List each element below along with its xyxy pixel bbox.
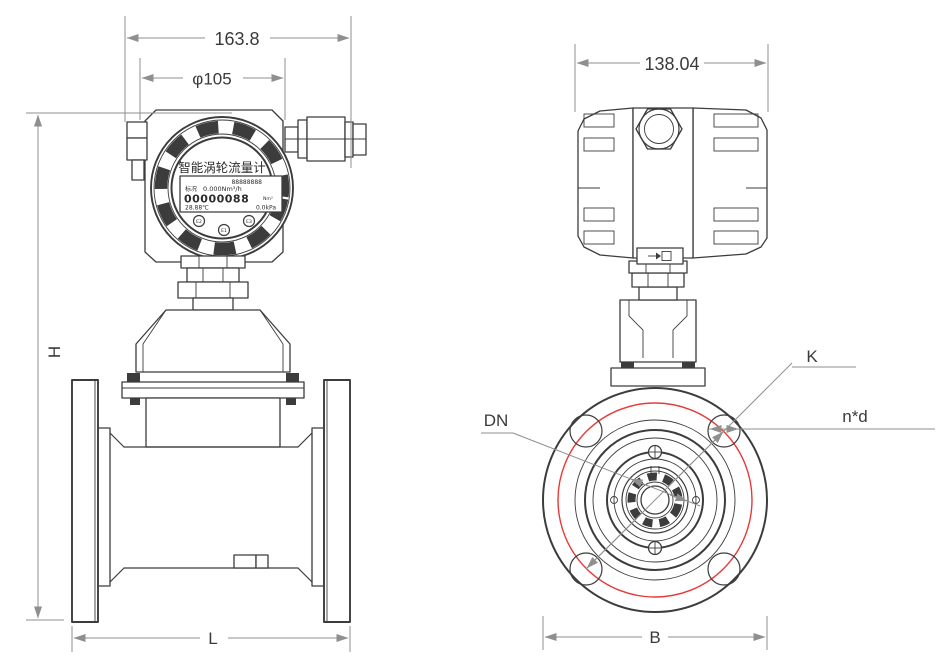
button-e1: E1: [221, 228, 227, 234]
dim-height-label: H: [45, 346, 64, 358]
lcd-segment-row: 88888888: [231, 179, 262, 186]
bolt-holes: [569, 414, 741, 586]
side-view: 138.04 B K DN: [481, 44, 935, 650]
bolt-circle-red: [557, 402, 753, 598]
dim-length: L: [71, 626, 351, 652]
cable-gland: [284, 116, 367, 162]
center-screw-top: [647, 444, 663, 460]
dim-nominal-label: DN: [484, 411, 509, 430]
bolt-hole: [569, 552, 603, 586]
lcd-totalizer-unit: Nm³: [263, 196, 273, 202]
dim-head-diameter-label: φ105: [192, 70, 231, 89]
meter-dial-face: 智能涡轮流量计 88888888 标况 0.000Nm³/h 00000088 …: [178, 160, 283, 237]
meter-title: 智能涡轮流量计: [178, 160, 266, 175]
dial-buttons: E2 E1 E3: [192, 214, 256, 237]
dim-bolt-circle-label: K: [806, 347, 818, 366]
dim-length-label: L: [208, 629, 217, 648]
right-cover-ribs: [713, 113, 767, 245]
dim-bolt-holes-label: n*d: [842, 407, 868, 426]
dim-overall-width: 163.8: [124, 16, 352, 168]
pilot-hole-left: [610, 496, 618, 504]
dim-bolt-holes: n*d: [709, 407, 935, 433]
ground-terminal: [636, 247, 684, 265]
lcd-display: 88888888 标况 0.000Nm³/h 00000088 Nm³ 28.8…: [179, 175, 283, 213]
lcd-temperature: 28.88℃: [185, 205, 209, 212]
center-screw-bottom: [647, 540, 663, 556]
front-neck: [177, 255, 249, 311]
lcd-flow-value: 0.000Nm³/h: [203, 185, 242, 193]
dim-flange-od: B: [542, 616, 768, 650]
side-head: [577, 107, 768, 265]
dim-bolt-circle: K: [585, 347, 856, 570]
mounting-bracket: [126, 121, 148, 181]
button-e2: E2: [196, 219, 202, 225]
bolt-hole: [707, 552, 741, 586]
button-e3: E3: [246, 219, 252, 225]
lcd-flow-label: 标况: [185, 185, 197, 193]
bolt-hole: [707, 414, 741, 448]
dim-nominal-bore: DN: [481, 411, 701, 507]
left-cover-ribs: [578, 113, 615, 245]
front-mounting-plate: [121, 373, 305, 405]
lcd-totalizer: 00000088: [184, 193, 249, 206]
dim-overall-width-label: 163.8: [214, 29, 259, 49]
dim-head-width: 138.04: [574, 44, 769, 112]
front-housing: [135, 309, 291, 373]
dim-head-diameter: φ105: [139, 58, 286, 120]
top-bushing: [635, 108, 683, 150]
bolt-hole: [569, 414, 603, 448]
lcd-pressure: 0.0kPa: [256, 205, 276, 212]
side-neck: [610, 260, 706, 387]
front-upper-body: [145, 397, 281, 448]
front-pipe-spool: [109, 432, 313, 583]
front-view: 智能涡轮流量计 88888888 标况 0.000Nm³/h 00000088 …: [26, 16, 367, 652]
dim-head-width-label: 138.04: [644, 54, 699, 74]
nameplate: [233, 554, 269, 569]
dim-flange-od-label: B: [649, 628, 660, 647]
dim-height: H: [26, 112, 232, 621]
front-flanges: [71, 379, 351, 623]
pilot-hole-right: [692, 496, 700, 504]
